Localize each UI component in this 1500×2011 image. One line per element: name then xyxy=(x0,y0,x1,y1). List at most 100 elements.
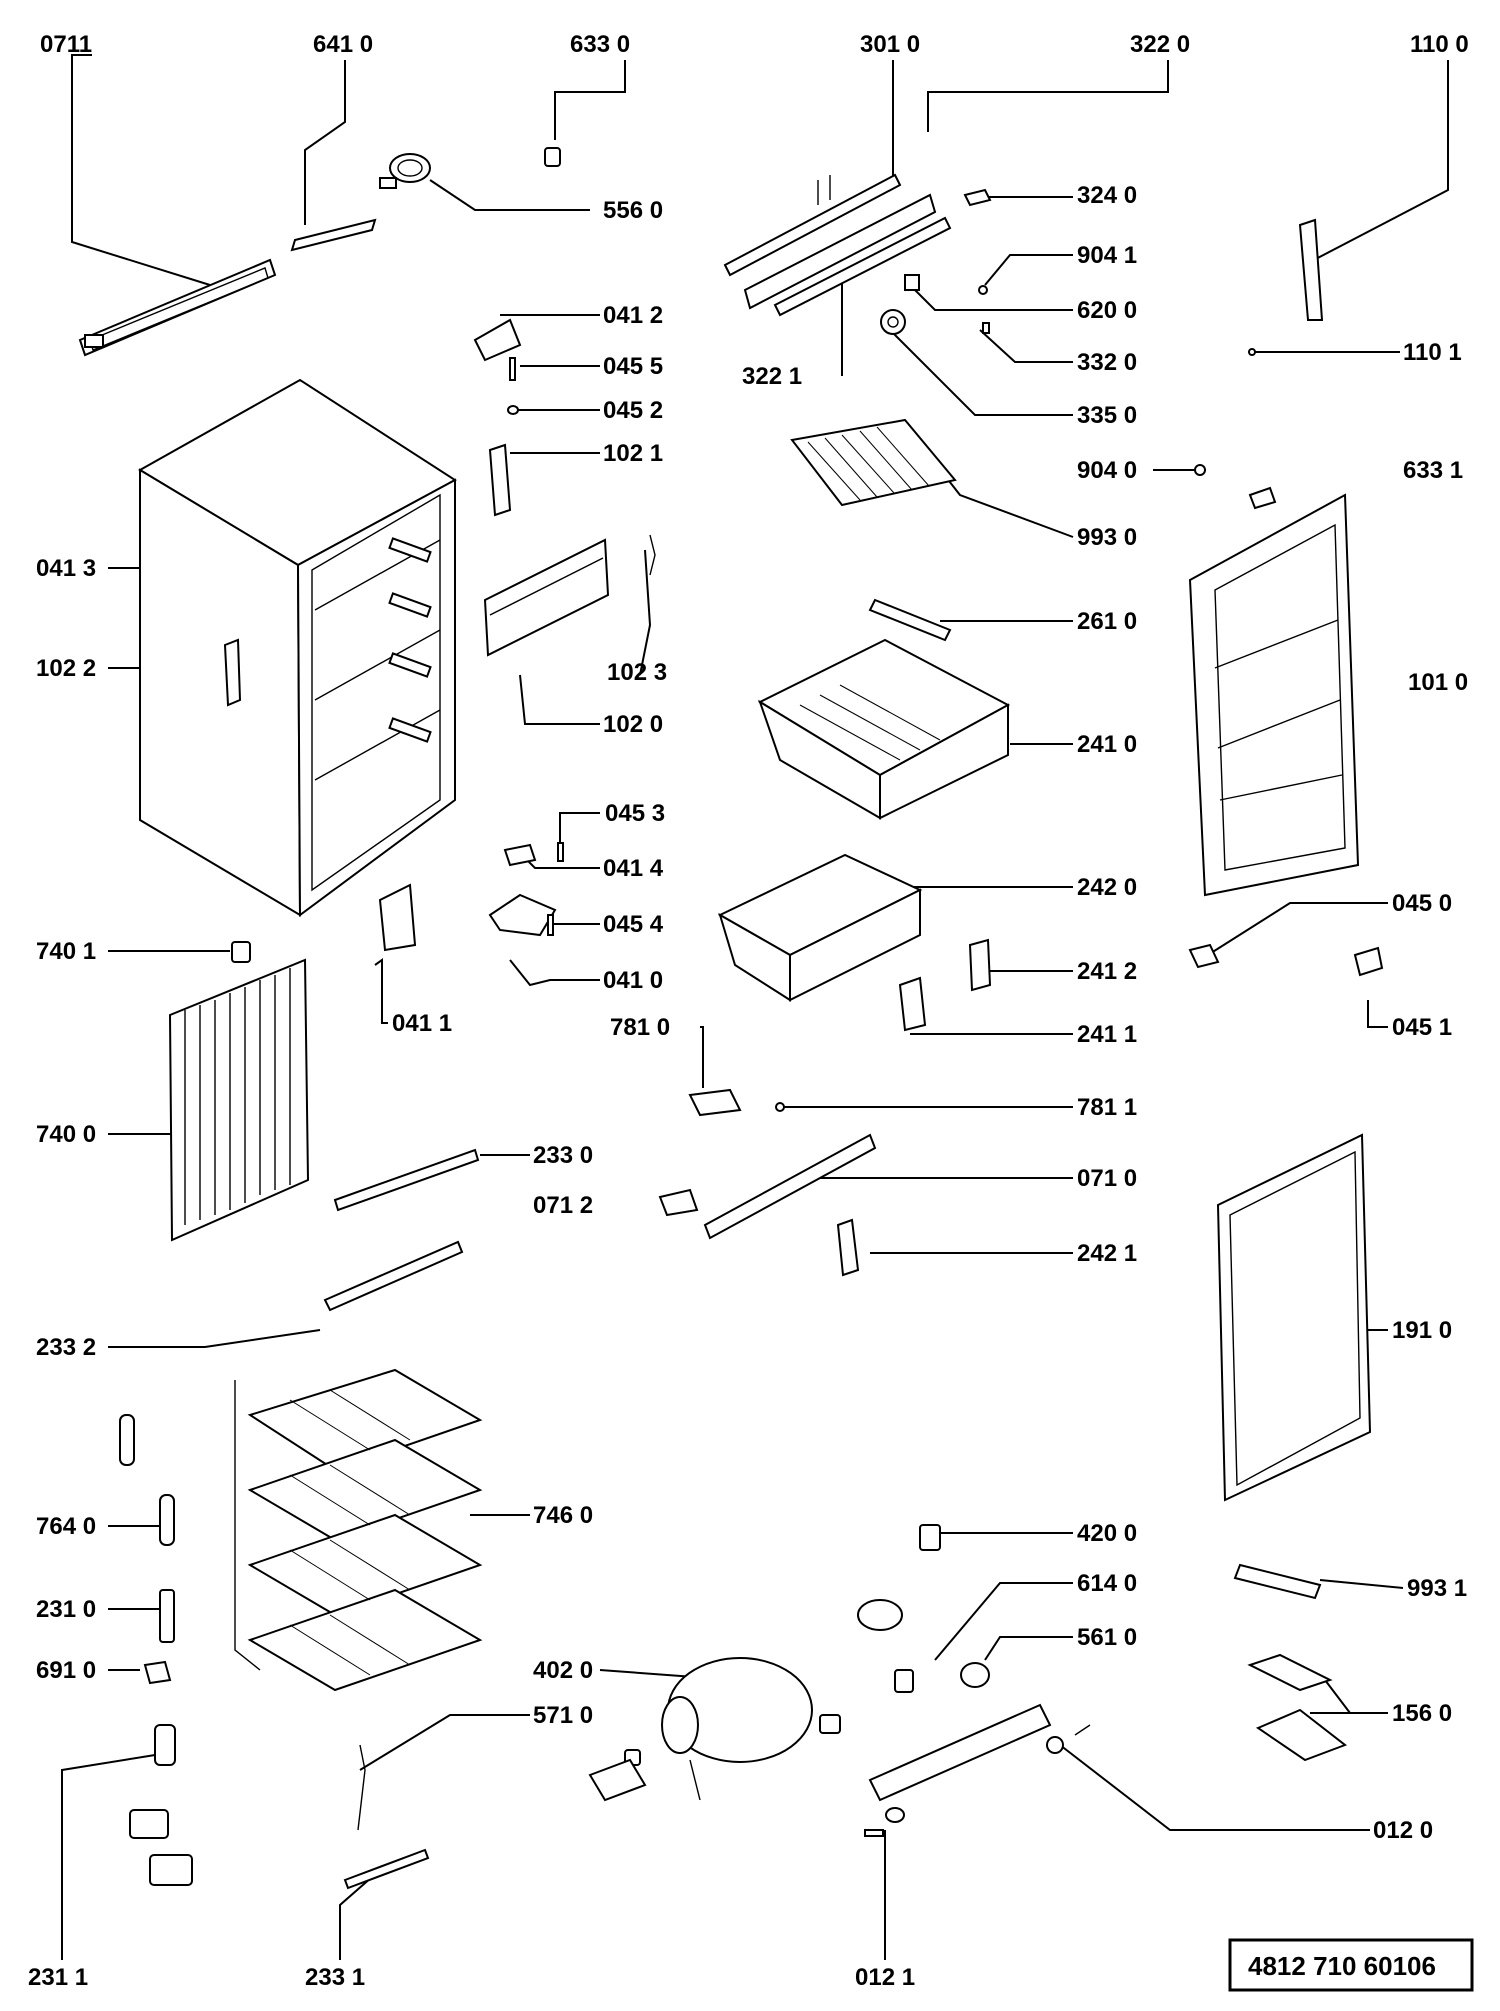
label-6331: 633 1 xyxy=(1403,457,1463,484)
label-2331: 233 1 xyxy=(305,1964,365,1991)
drawer-part-2410 xyxy=(757,638,1011,820)
label-0451: 045 1 xyxy=(1392,1014,1452,1041)
label-6200: 620 0 xyxy=(1077,297,1137,324)
label-6410: 641 0 xyxy=(313,31,373,58)
grille-part-9930 xyxy=(790,418,957,507)
bracket-part-0450 xyxy=(1188,943,1220,969)
label-2311: 231 1 xyxy=(28,1964,88,1991)
label-9040: 904 0 xyxy=(1077,457,1137,484)
strip-part-2610 xyxy=(868,598,952,642)
label-0453: 045 3 xyxy=(605,800,665,827)
label-2610: 261 0 xyxy=(1077,608,1137,635)
label-0412: 041 2 xyxy=(603,302,663,329)
mount-part xyxy=(588,1758,647,1802)
pin-part-0121 xyxy=(864,1829,884,1837)
bracket-part-3240 xyxy=(963,188,992,207)
strip-part-2331 xyxy=(343,1848,430,1890)
label-1022: 102 2 xyxy=(36,655,96,682)
screw-part-9040 xyxy=(1194,464,1206,476)
foot-cap-part xyxy=(129,1809,169,1839)
plate-part-2412 xyxy=(968,938,992,992)
label-0452: 045 2 xyxy=(603,397,663,424)
block-part-7401 xyxy=(231,941,251,963)
label-3240: 324 0 xyxy=(1077,182,1137,209)
clip-part-1023 xyxy=(649,534,656,576)
cap-part-5610 xyxy=(960,1662,990,1688)
label-7460: 746 0 xyxy=(533,1502,593,1529)
pin-part-0453 xyxy=(557,842,564,862)
tab-part-3320 xyxy=(982,322,990,334)
part-labels: 0711 641 0 633 0 301 0 322 0 110 0 556 0… xyxy=(28,31,1469,1991)
label-3221: 322 1 xyxy=(742,363,802,390)
pin-part-7811 xyxy=(775,1102,785,1112)
panel-part-1020 xyxy=(483,538,610,657)
label-6910: 691 0 xyxy=(36,1657,96,1684)
label-2410: 241 0 xyxy=(1077,731,1137,758)
label-2310: 231 0 xyxy=(36,1596,96,1623)
label-1020: 102 0 xyxy=(603,711,663,738)
foot-base-part xyxy=(149,1854,193,1886)
parts xyxy=(78,147,1384,1890)
label-4200: 420 0 xyxy=(1077,1520,1137,1547)
label-1021: 102 1 xyxy=(603,440,663,467)
strip-part-9931 xyxy=(1233,1563,1322,1600)
roller-part-7640 xyxy=(119,1414,135,1466)
drawer-part-2420 xyxy=(717,853,923,1002)
clip-part xyxy=(544,147,561,167)
label-9931: 993 1 xyxy=(1407,1575,1467,1602)
pin-part-0455 xyxy=(509,357,516,381)
thermostat-part xyxy=(379,153,431,189)
label-7401: 740 1 xyxy=(36,938,96,965)
label-2330: 233 0 xyxy=(533,1142,593,1169)
knob-part-3350 xyxy=(880,309,906,335)
label-0455: 045 5 xyxy=(603,353,663,380)
hinge-part-1100 xyxy=(1298,218,1324,321)
shelves-part-7460 xyxy=(234,1368,483,1692)
label-9041: 904 1 xyxy=(1077,242,1137,269)
label-0121: 012 1 xyxy=(855,1964,915,1991)
rail-assembly-part xyxy=(723,173,952,317)
label-3220: 322 0 xyxy=(1130,31,1190,58)
bracket-part-2411 xyxy=(898,976,927,1032)
label-7640: 764 0 xyxy=(36,1513,96,1540)
pin-part-1101 xyxy=(1248,348,1256,356)
label-0410: 041 0 xyxy=(603,967,663,994)
clip-part-6331 xyxy=(1248,486,1277,510)
foot-part-2311 xyxy=(154,1724,176,1766)
label-0712: 071 2 xyxy=(533,1192,593,1219)
label-0414: 041 4 xyxy=(603,855,664,882)
label-1560: 156 0 xyxy=(1392,1700,1452,1727)
label-7400: 740 0 xyxy=(36,1121,96,1148)
label-2411: 241 1 xyxy=(1077,1021,1137,1048)
rail-part-2330 xyxy=(333,1148,480,1212)
relay-part-4200 xyxy=(919,1524,941,1551)
label-4020: 402 0 xyxy=(533,1657,593,1684)
leader-lines xyxy=(61,54,1449,1960)
label-0711: 0711 xyxy=(40,31,92,58)
label-1100: 110 0 xyxy=(1410,31,1469,58)
tray-part-1560 xyxy=(1247,1653,1348,1762)
roller-part-7640b xyxy=(159,1494,175,1546)
label-2421: 242 1 xyxy=(1077,1240,1137,1267)
label-0120: 012 0 xyxy=(1373,1817,1433,1844)
label-0710: 071 0 xyxy=(1077,1165,1137,1192)
bracket-part-0414 xyxy=(503,843,537,867)
plate-part-0712 xyxy=(658,1188,699,1217)
foot-part-2310 xyxy=(159,1589,175,1643)
compressor-part-4020 xyxy=(624,1657,841,1801)
base-plate-part-0120 xyxy=(868,1703,1091,1802)
bracket-part-0411 xyxy=(378,883,417,952)
document-number-box: 4812 710 60106 xyxy=(1228,1938,1474,1992)
label-6140: 614 0 xyxy=(1077,1570,1137,1597)
bracket-part-2421 xyxy=(836,1218,860,1277)
label-0413: 041 3 xyxy=(36,555,96,582)
grommet-part-0121 xyxy=(885,1807,905,1823)
capacitor-part-6140 xyxy=(857,1599,914,1693)
label-1010: 101 0 xyxy=(1408,669,1468,696)
wire-part-5710 xyxy=(357,1744,366,1831)
label-2332: 233 2 xyxy=(36,1334,96,1361)
plate-part-7810 xyxy=(688,1088,742,1117)
washer-part-0452 xyxy=(507,405,519,415)
label-1910: 191 0 xyxy=(1392,1317,1452,1344)
